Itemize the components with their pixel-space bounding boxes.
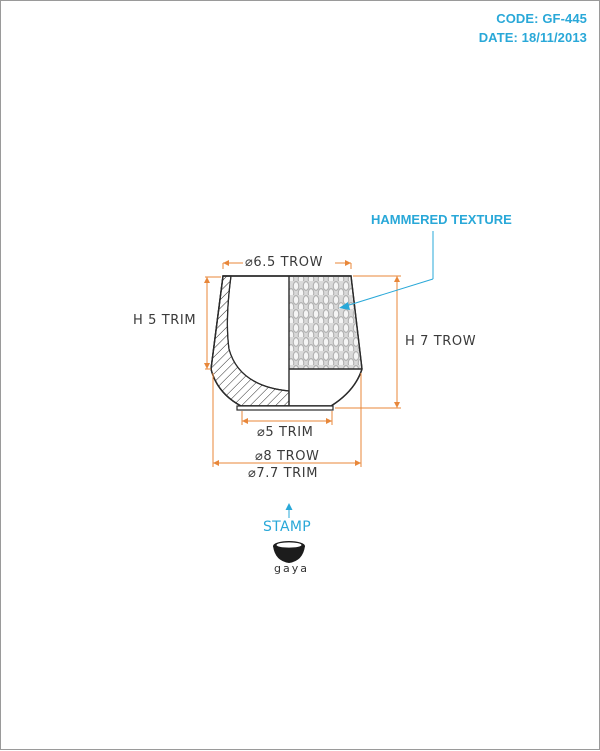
- cup-drawing: [210, 275, 363, 411]
- dimension-arrowheads: [204, 260, 400, 466]
- texture-callout-leader: [339, 231, 434, 310]
- outer-diameter-trow-label: ⌀8 TROW: [255, 449, 320, 464]
- outer-diameter-trim-label: ⌀7.7 TRIM: [248, 466, 319, 481]
- base-diameter-trim-label: ⌀5 TRIM: [257, 425, 314, 440]
- product-code: CODE: GF-445: [496, 11, 587, 26]
- dimension-lines: [205, 262, 401, 467]
- hammered-texture-callout: HAMMERED TEXTURE: [371, 212, 512, 227]
- brand-name: gaya: [274, 562, 309, 575]
- stamp-arrow-icon: [285, 503, 293, 510]
- stamp-marker: [285, 503, 293, 518]
- height-trow-label: H 7 TROW: [405, 334, 477, 349]
- foot-ring: [236, 405, 334, 411]
- stamp-logo: [273, 541, 305, 563]
- height-trim-label: H 5 TRIM: [133, 313, 197, 328]
- top-diameter-label: ⌀6.5 TROW: [245, 255, 324, 270]
- stamp-label: STAMP: [263, 519, 311, 535]
- drawing-date: DATE: 18/11/2013: [478, 30, 587, 45]
- hammered-texture-area: [289, 277, 361, 369]
